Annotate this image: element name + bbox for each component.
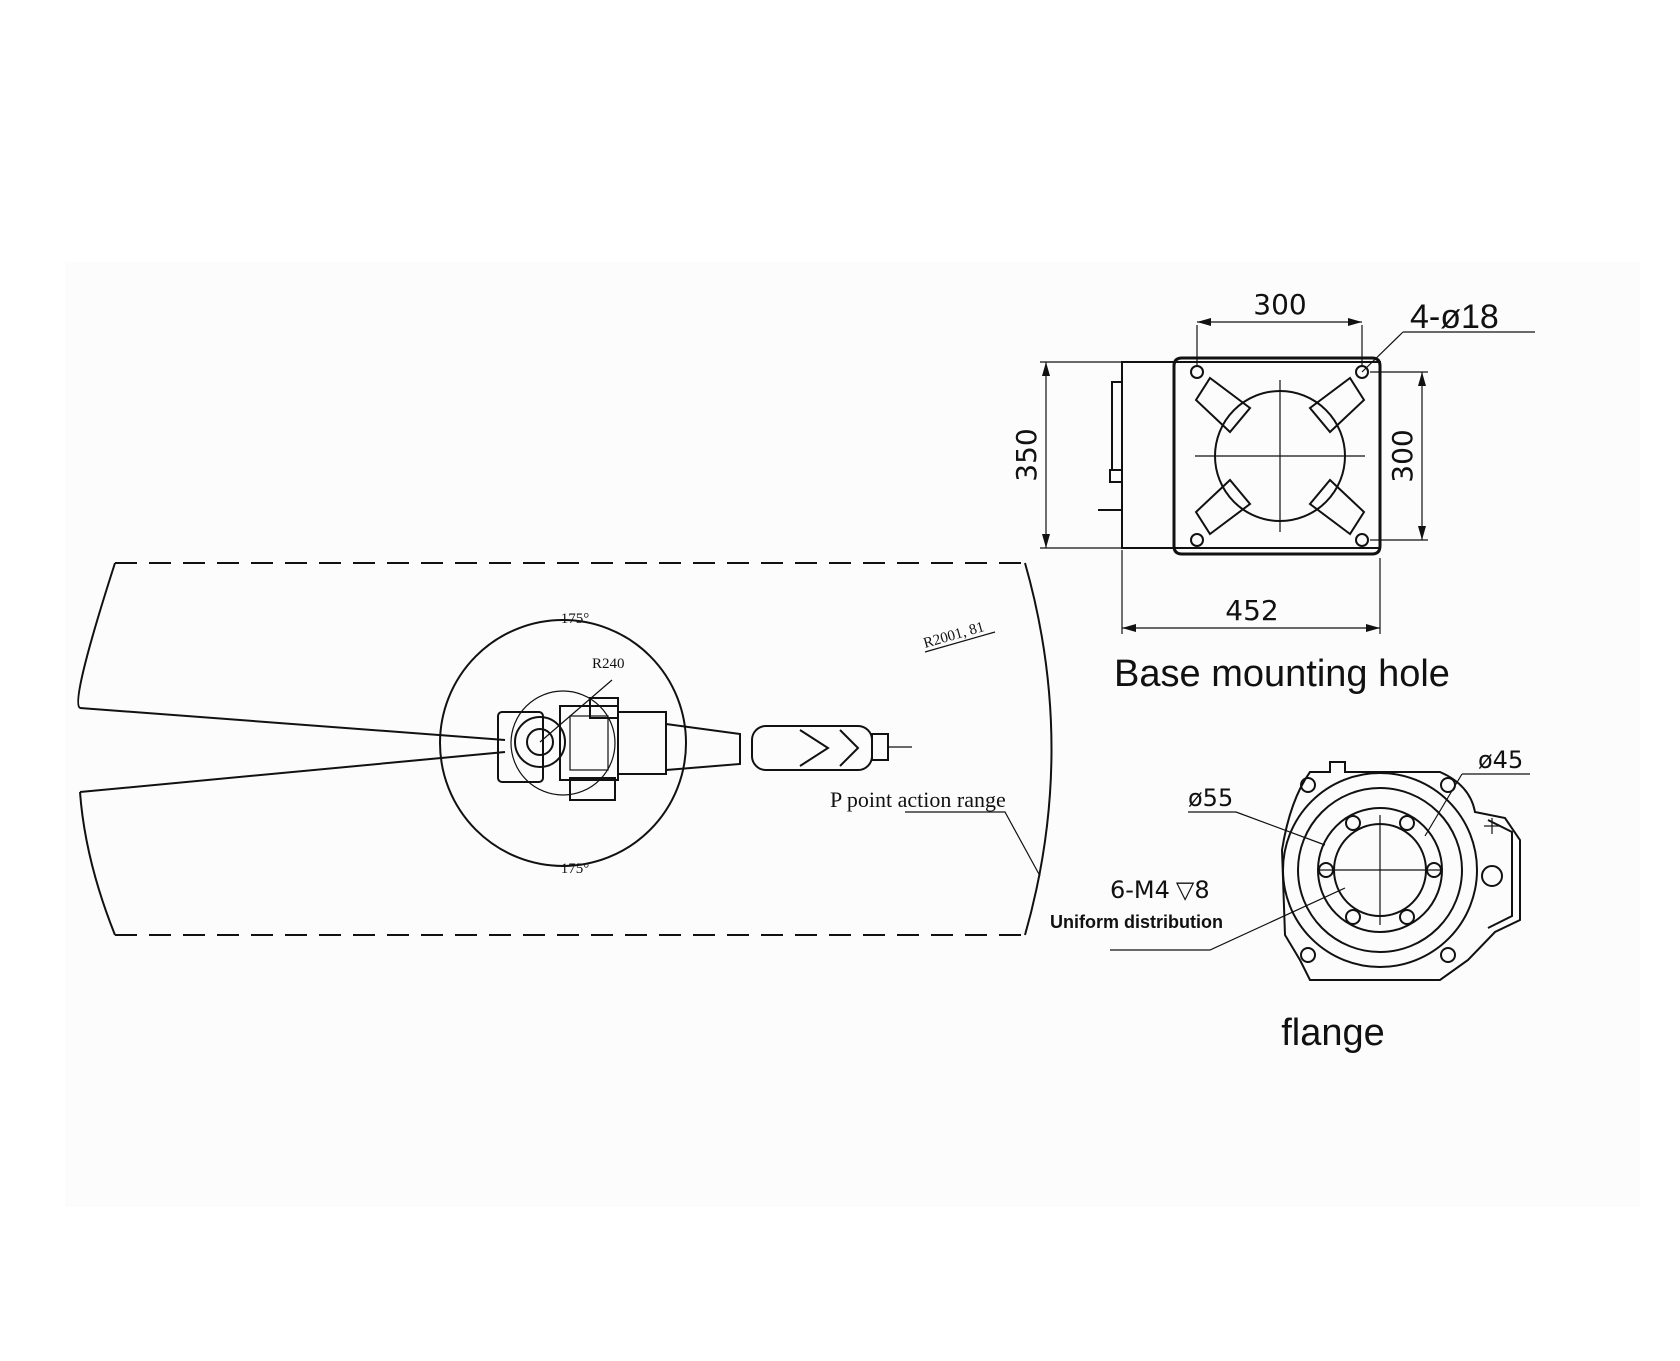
mount-hole-tl xyxy=(1190,365,1204,379)
flange-outer-dia-label: ø45 xyxy=(1478,746,1523,774)
base-height-right-dim: 300 xyxy=(1386,429,1419,482)
drawing-sheet xyxy=(65,262,1640,1207)
base-height-left-dim: 350 xyxy=(1010,428,1043,481)
inner-radius-circle xyxy=(510,690,616,796)
flange-inner-dia-label: ø55 xyxy=(1188,784,1233,812)
inner-radius-label: R240 xyxy=(592,656,625,672)
mount-holes-label: 4-ø18 xyxy=(1410,298,1499,336)
uniform-distribution-label: Uniform distribution xyxy=(1050,912,1223,932)
base-mounting-diagram: 300 4-ø18 350 300 452 Base mounting hole xyxy=(1010,288,1535,695)
base-outline xyxy=(1121,361,1381,549)
base-plate xyxy=(1172,356,1382,556)
flange-bolt-hole xyxy=(1399,909,1415,925)
mount-hole-br xyxy=(1355,533,1369,547)
base-title: Base mounting hole xyxy=(1114,653,1450,695)
flange-bolt-hole xyxy=(1345,815,1361,831)
work-range-diagram: 175° 175° R240 R2001, 81 P point action … xyxy=(77,562,1053,936)
thread-spec-label: 6-M4▽8 xyxy=(1110,876,1210,904)
range-left-arc-bottom xyxy=(79,791,116,936)
flange-bolt-hole xyxy=(1318,862,1334,878)
r240-leader xyxy=(539,679,613,743)
flange-title: flange xyxy=(1281,1012,1385,1054)
angle-top-label: 175° xyxy=(561,611,590,627)
reach-radius-label: R2001, 81 xyxy=(922,619,987,652)
base-width-bottom-dim: 452 xyxy=(1225,594,1278,627)
angle-bottom-label: 175° xyxy=(561,861,590,877)
base-width-top-dim: 300 xyxy=(1253,288,1306,321)
reach-radius-underline xyxy=(924,631,996,653)
dead-zone-lower-line xyxy=(79,751,506,793)
flange-outer-circle xyxy=(1297,787,1463,953)
p-point-range-label: P point action range xyxy=(830,787,1006,812)
range-right-arc xyxy=(1024,562,1053,936)
mount-hole-bl xyxy=(1190,533,1204,547)
range-left-arc-top xyxy=(77,562,116,709)
robot-top-view xyxy=(497,679,912,801)
flange-diagram: ø45 ø55 6-M4▽8 Uniform distribution flan… xyxy=(1050,746,1530,1054)
flange-bolt-hole xyxy=(1426,862,1442,878)
flange-bolt-hole xyxy=(1399,815,1415,831)
flange-body xyxy=(1280,761,1521,981)
p-point-range-leader xyxy=(905,811,1041,877)
j1-swing-circle xyxy=(439,619,687,867)
dead-zone-upper-line xyxy=(79,707,506,741)
flange-bolt-hole xyxy=(1345,909,1361,925)
thread-spec-leader xyxy=(1110,887,1346,951)
